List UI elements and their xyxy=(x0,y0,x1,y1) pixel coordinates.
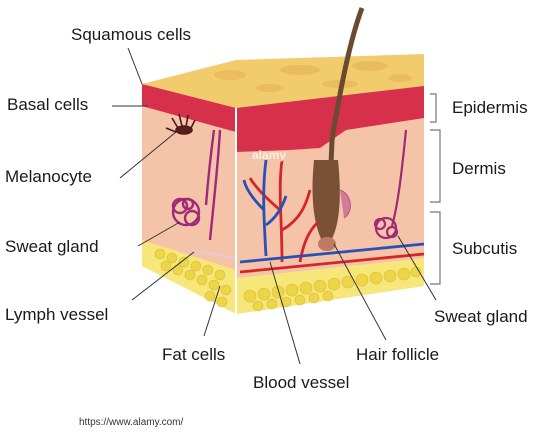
label-sweat-gland-right: Sweat gland xyxy=(434,308,528,325)
hair-bulb xyxy=(318,237,336,251)
label-melanocyte: Melanocyte xyxy=(5,168,92,185)
label-epidermis: Epidermis xyxy=(452,99,528,116)
label-blood-vessel: Blood vessel xyxy=(253,374,349,391)
label-dermis: Dermis xyxy=(452,160,506,177)
layer-brackets xyxy=(430,94,440,284)
label-hair-follicle: Hair follicle xyxy=(356,346,439,363)
label-sweat-gland-left: Sweat gland xyxy=(5,238,99,255)
label-basal-cells: Basal cells xyxy=(7,96,88,113)
label-subcutis: Subcutis xyxy=(452,240,517,257)
label-fat-cells: Fat cells xyxy=(162,346,225,363)
label-squamous-cells: Squamous cells xyxy=(71,26,191,43)
watermark: alamy xyxy=(252,148,286,162)
label-lymph-vessel: Lymph vessel xyxy=(5,306,108,323)
source-url: https://www.alamy.com/ xyxy=(79,417,183,428)
